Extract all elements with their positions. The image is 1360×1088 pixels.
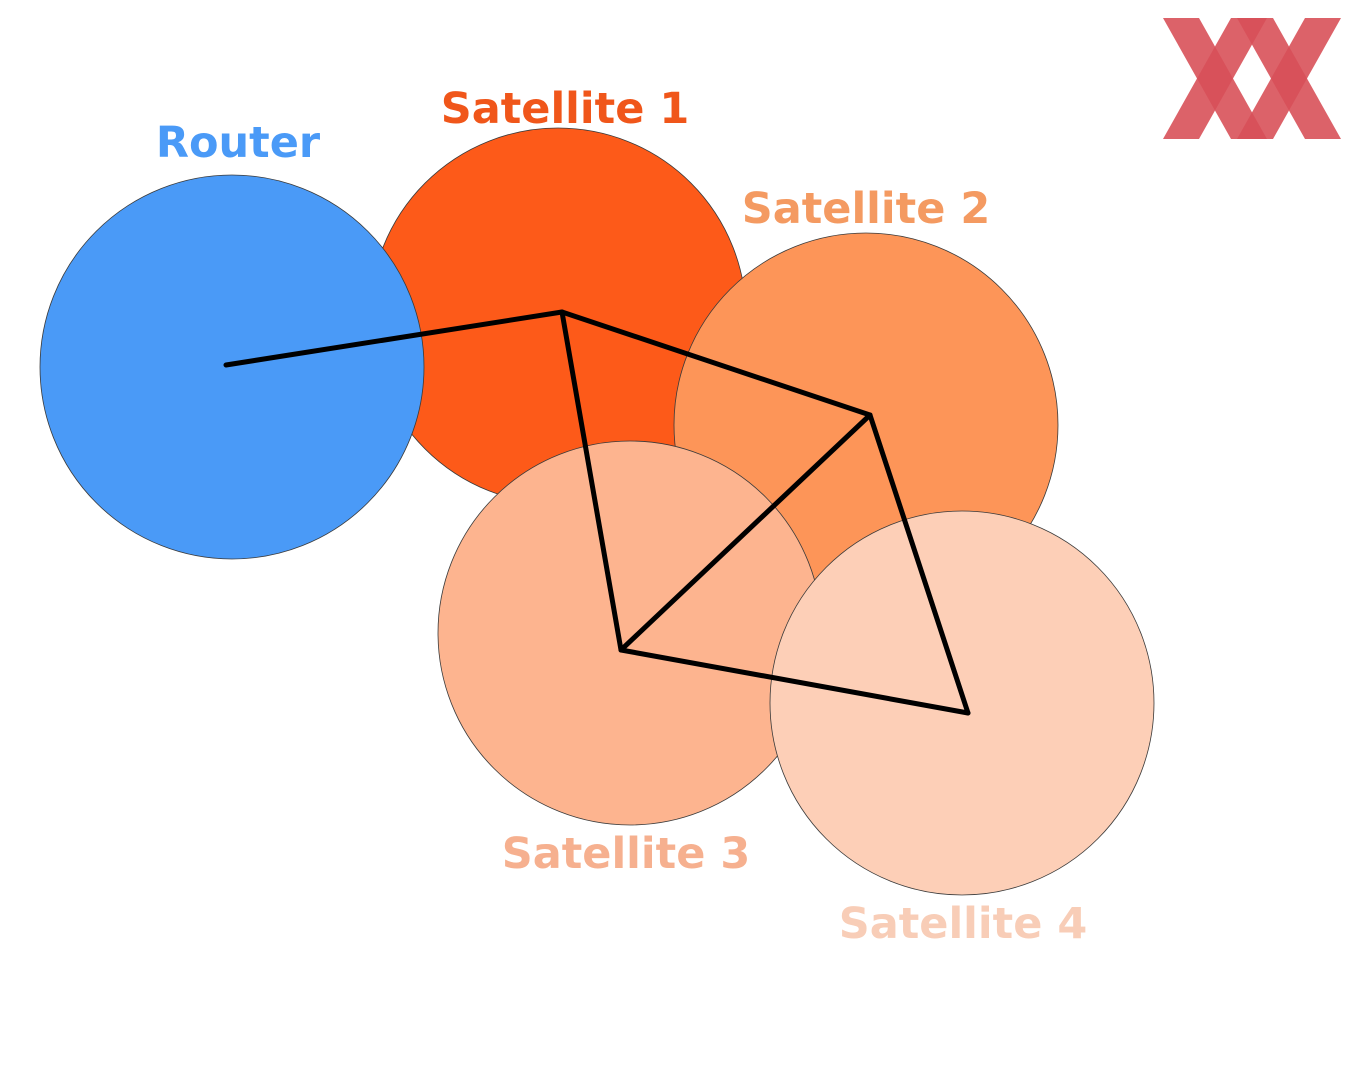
link-router-satellite-1 <box>223 309 565 368</box>
logo-xx <box>1163 18 1341 139</box>
router-label: Router <box>156 118 321 168</box>
satellite-2-label: Satellite 2 <box>742 184 991 234</box>
satellite-3-circle <box>437 440 823 826</box>
link-satellite-3-satellite-4 <box>618 647 971 716</box>
satellite-4-circle <box>769 510 1155 896</box>
link-satellite-1-satellite-2 <box>559 309 873 418</box>
link-satellite-2-satellite-4 <box>867 412 971 716</box>
mesh-links <box>223 309 971 716</box>
node-circles <box>39 127 1155 896</box>
satellite-4-label: Satellite 4 <box>839 899 1088 949</box>
node-labels: Router Satellite 1 Satellite 2 Satellite… <box>156 84 1087 949</box>
satellite-3-label: Satellite 3 <box>502 829 751 879</box>
link-satellite-1-satellite-3 <box>559 309 624 653</box>
router-circle <box>39 174 425 560</box>
satellite-1-label: Satellite 1 <box>441 84 690 134</box>
link-satellite-2-satellite-3 <box>618 412 873 653</box>
